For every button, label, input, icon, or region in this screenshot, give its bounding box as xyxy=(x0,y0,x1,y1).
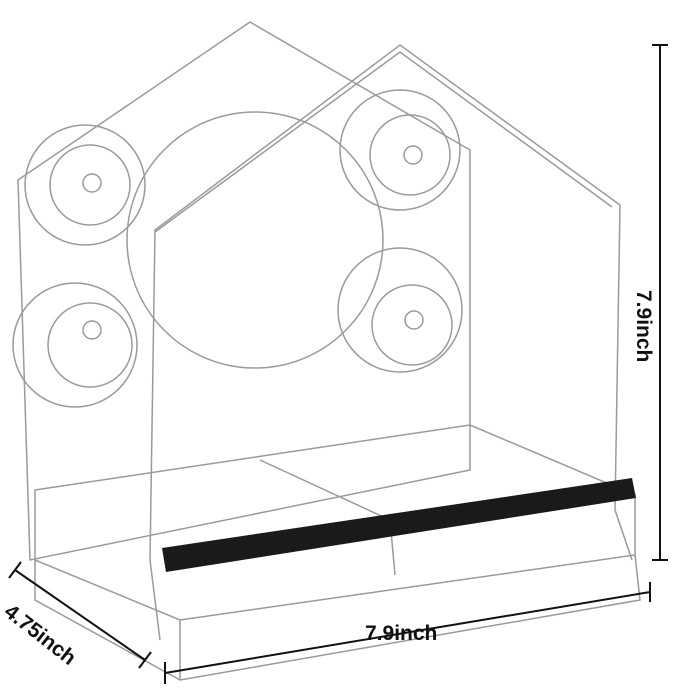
width-dimension-label: 7.9inch xyxy=(365,622,438,645)
opening-circle xyxy=(126,111,384,369)
front-panel xyxy=(149,44,621,561)
height-dimension-label: 7.9inch xyxy=(632,290,655,363)
suction-cup xyxy=(24,124,146,246)
suction-cup xyxy=(12,282,138,408)
seed-tray xyxy=(34,424,641,681)
suction-cup xyxy=(337,247,463,373)
perch xyxy=(162,478,636,572)
back-panel xyxy=(17,21,471,561)
suction-cup xyxy=(339,89,461,211)
